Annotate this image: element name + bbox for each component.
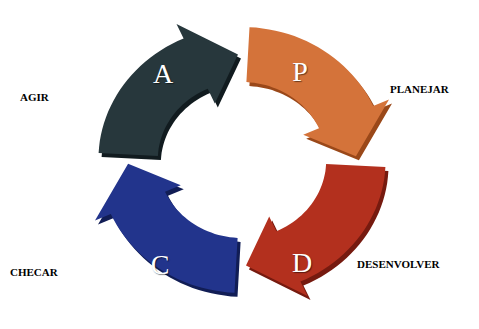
plan-arrow: PPLANEJAR — [244, 25, 396, 163]
step-label: DESENVOLVER — [357, 258, 440, 271]
step-label: AGIR — [20, 91, 49, 104]
arrow-face — [246, 27, 389, 156]
do-arrow: DDESENVOLVER — [243, 162, 392, 303]
check-arrow: CCHECAR — [92, 161, 244, 299]
arrow-face — [246, 164, 385, 296]
cycle-letter: P — [292, 58, 308, 86]
arrow-shape — [244, 25, 396, 163]
arrow-shape — [243, 162, 392, 303]
cycle-letter: D — [292, 249, 312, 277]
step-label: PLANEJAR — [390, 83, 449, 96]
cycle-letter: A — [153, 60, 173, 88]
act-arrow: AAGIR — [96, 21, 245, 162]
arrow-face — [99, 24, 238, 156]
cycle-letter: C — [151, 251, 170, 279]
step-label: CHECAR — [10, 266, 58, 279]
arrow-face — [95, 164, 238, 293]
arrow-shape — [96, 21, 245, 162]
